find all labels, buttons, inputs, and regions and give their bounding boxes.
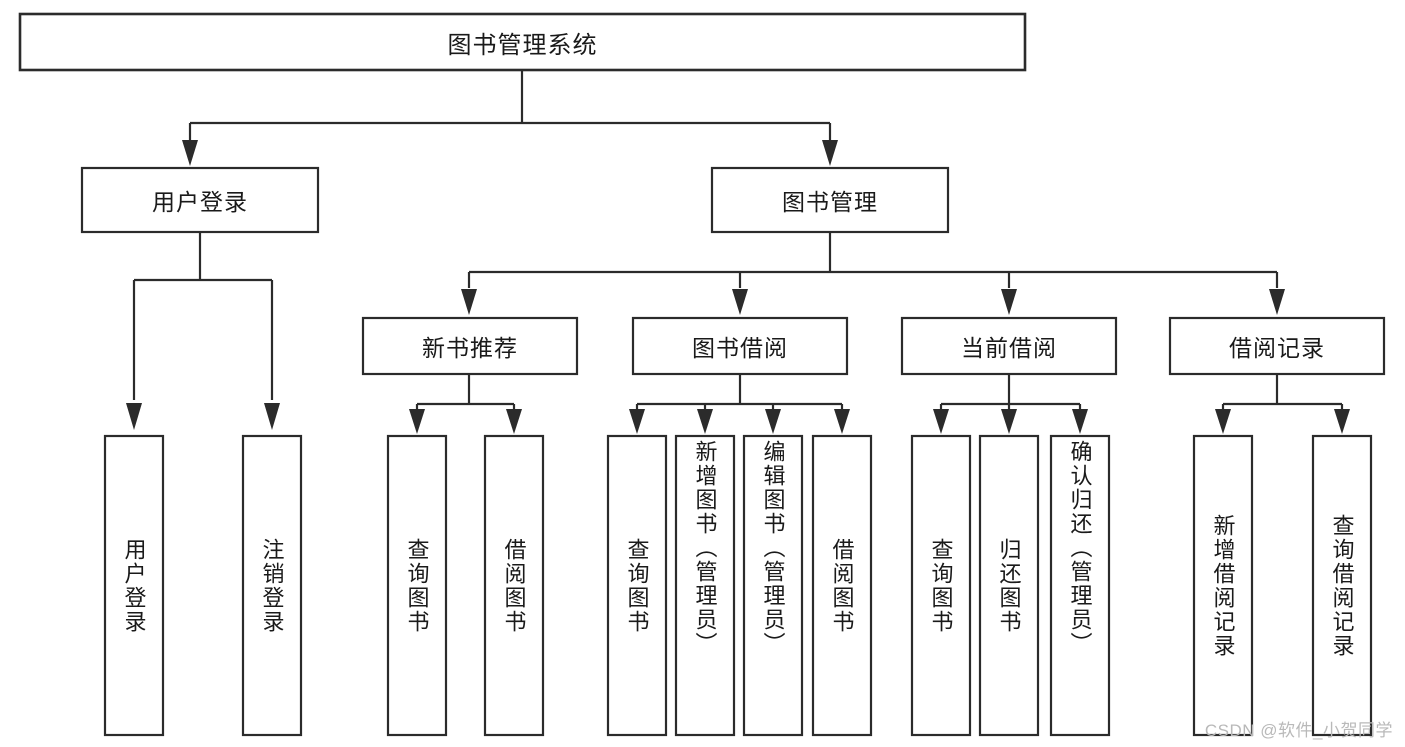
arrow-head-leaf-user-login (126, 403, 142, 430)
arrow-head-bb-leaf-1 (629, 409, 645, 434)
node-box-user-login[interactable] (80, 166, 320, 234)
arrow-head-cb-leaf-2 (1001, 409, 1017, 434)
node-box-leaf-cb-query-book[interactable] (910, 434, 972, 737)
node-box-leaf-bb-edit-book[interactable] (742, 434, 804, 737)
connector-group-book-mgmt (461, 232, 1285, 315)
node-box-leaf-br-add-record[interactable] (1192, 434, 1254, 737)
arrow-head-nb-leaf-1 (409, 409, 425, 434)
node-box-book-borrow[interactable] (631, 316, 849, 376)
node-box-leaf-bb-query-book[interactable] (606, 434, 668, 737)
arrow-head-bb-leaf-2 (697, 409, 713, 434)
arrow-head-bb-leaf-4 (834, 409, 850, 434)
node-box-new-book-recommend[interactable] (361, 316, 579, 376)
node-box-leaf-nb-query-book[interactable] (386, 434, 448, 737)
node-box-leaf-logout[interactable] (241, 434, 303, 737)
arrow-head-current-borrow (1001, 289, 1017, 315)
node-box-root[interactable] (18, 12, 1027, 72)
node-box-leaf-user-login[interactable] (103, 434, 165, 737)
node-box-current-borrow[interactable] (900, 316, 1118, 376)
connector-group-user-login (126, 232, 280, 430)
arrow-head-bb-leaf-3 (765, 409, 781, 434)
arrow-head-nb-leaf-2 (506, 409, 522, 434)
node-box-leaf-bb-add-book[interactable] (674, 434, 736, 737)
node-box-leaf-cb-return-book[interactable] (978, 434, 1040, 737)
arrow-head-leaf-logout (264, 403, 280, 430)
connector-group-current-borrow (933, 374, 1088, 434)
node-box-leaf-br-query-record[interactable] (1311, 434, 1373, 737)
node-box-leaf-nb-borrow-book[interactable] (483, 434, 545, 737)
arrow-head-borrow-book (732, 289, 748, 315)
connector-group-root (182, 70, 838, 166)
arrow-head-cb-leaf-3 (1072, 409, 1088, 434)
arrow-head-br-leaf-1 (1215, 409, 1231, 434)
connector-group-borrow-record (1215, 374, 1350, 434)
arrow-head-book-mgmt (822, 140, 838, 166)
arrow-head-user-login (182, 140, 198, 166)
node-box-borrow-record[interactable] (1168, 316, 1386, 376)
arrow-head-borrow-record (1269, 289, 1285, 315)
node-box-leaf-cb-confirm-return[interactable] (1049, 434, 1111, 737)
arrow-head-new-book (461, 289, 477, 315)
node-box-book-management[interactable] (710, 166, 950, 234)
arrow-head-br-leaf-2 (1334, 409, 1350, 434)
connector-group-new-book (409, 374, 522, 434)
node-box-leaf-bb-borrow-book[interactable] (811, 434, 873, 737)
connector-group-borrow-book (629, 374, 850, 434)
arrow-head-cb-leaf-1 (933, 409, 949, 434)
